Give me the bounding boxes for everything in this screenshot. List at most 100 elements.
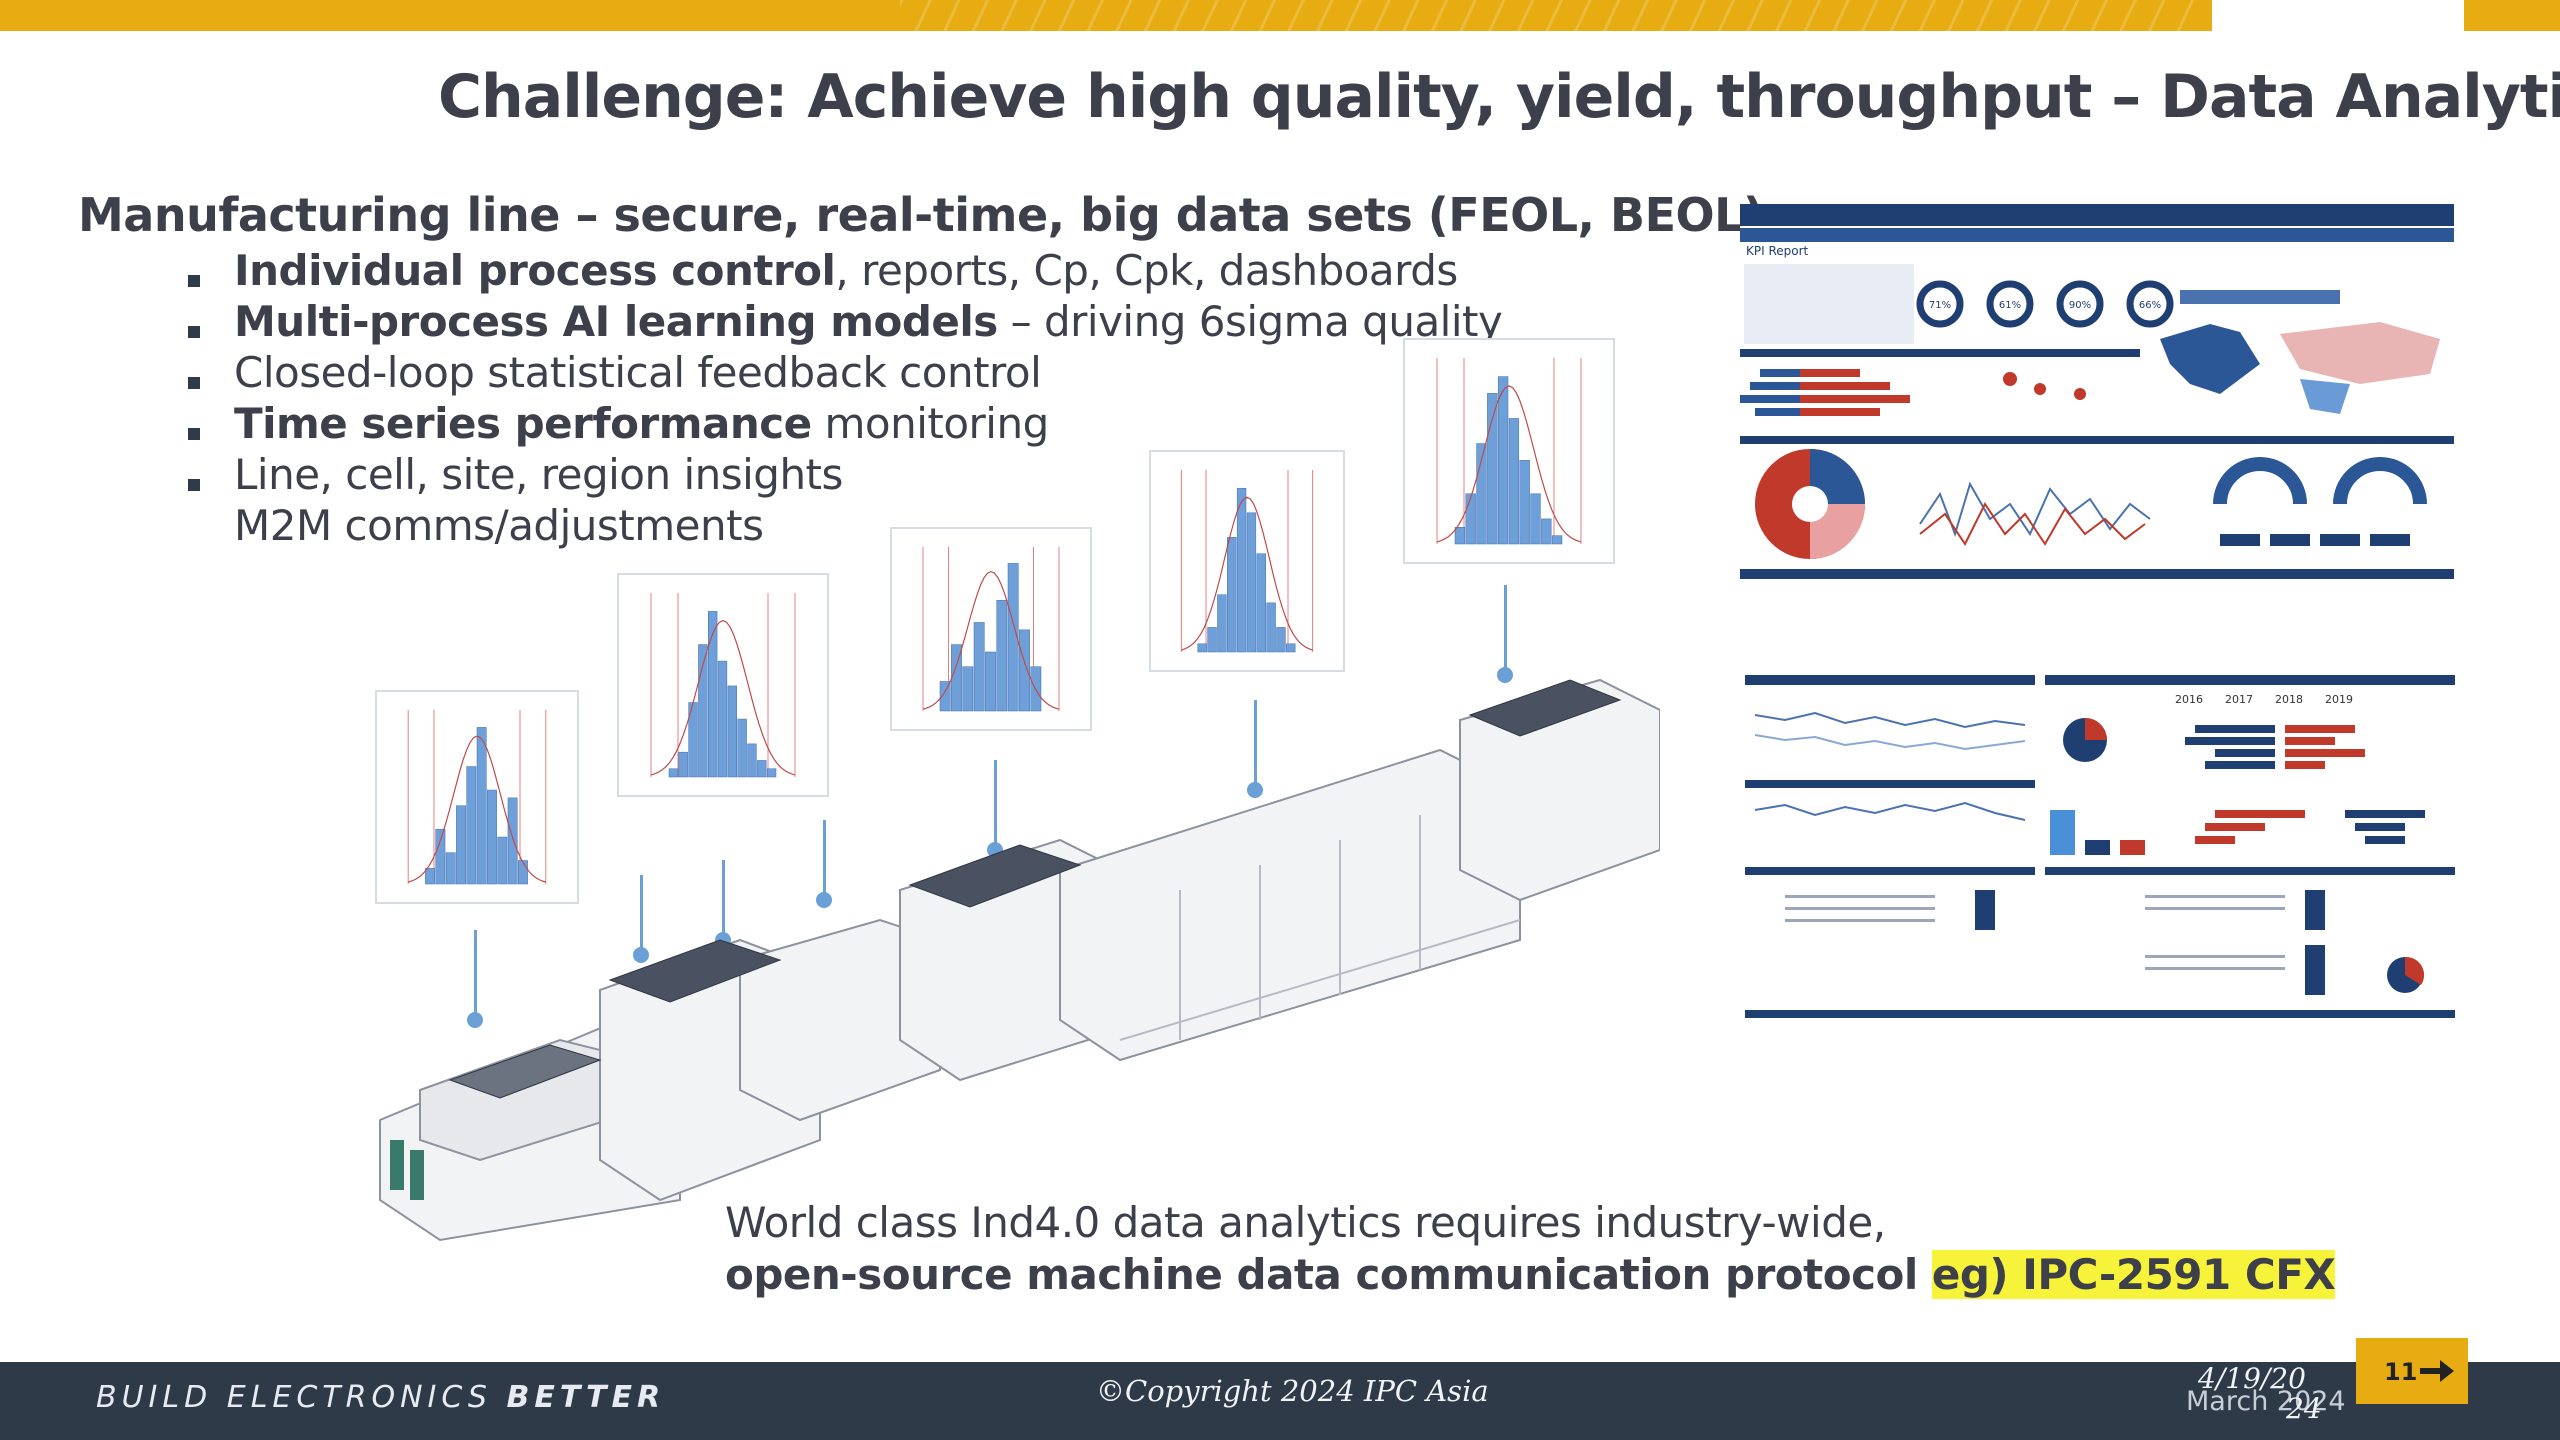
- histogram-bar: [962, 666, 974, 712]
- histogram-bar: [1197, 643, 1207, 653]
- callout-pin: [1247, 700, 1263, 798]
- histogram-bar: [456, 805, 466, 885]
- histogram-image: [890, 527, 1092, 731]
- histogram-bar: [518, 860, 528, 885]
- histogram-bar: [757, 760, 767, 778]
- bullet-bold: Time series performance: [234, 399, 812, 448]
- next-page-button[interactable]: 11: [2356, 1338, 2468, 1404]
- histogram-bar: [939, 681, 951, 712]
- normal-curve: [1181, 496, 1313, 651]
- histogram-bar: [1465, 493, 1476, 545]
- histogram-bar: [1207, 627, 1217, 653]
- bullet-text: M2M comms/adjustments: [234, 501, 764, 550]
- bullet-text: Closed-loop statistical feedback control: [234, 348, 1042, 397]
- histogram-bar: [445, 852, 456, 885]
- histogram-bar: [1541, 518, 1552, 545]
- highlighted-protocol: eg) IPC-2591 CFX: [1931, 1250, 2336, 1299]
- histogram-bar: [466, 766, 477, 885]
- summary-bold-text: open-source machine data communication p…: [725, 1250, 1932, 1299]
- histogram-bar: [435, 828, 446, 885]
- bullet-item: M2M comms/adjustments: [188, 500, 1502, 551]
- gauge-value: 61%: [1999, 300, 2021, 311]
- histogram-bar: [1246, 512, 1257, 653]
- footer-tagline: BUILD ELECTRONICS BETTER: [96, 1380, 665, 1415]
- histogram-bar: [507, 797, 518, 885]
- histogram-bar: [727, 685, 737, 778]
- histogram-bar: [985, 651, 996, 712]
- gauge-value: 90%: [2069, 300, 2091, 311]
- histogram-bar: [1530, 493, 1541, 545]
- normal-curve: [650, 619, 796, 776]
- histogram-bar: [996, 600, 1008, 712]
- bullet-text: Line, cell, site, region insights: [234, 450, 843, 499]
- histogram-bar: [737, 718, 747, 778]
- histogram-bar: [1551, 535, 1563, 545]
- bullet-item: Multi-process AI learning models – drivi…: [188, 296, 1503, 347]
- histogram-bar: [476, 727, 487, 885]
- histogram-bar: [487, 789, 497, 885]
- bullet-text: – driving 6sigma quality: [997, 297, 1503, 346]
- normal-curve: [1436, 385, 1582, 543]
- finance-dashboard-image: 2016 2017 2018 2019: [1745, 645, 2455, 1025]
- histogram-bar: [1217, 594, 1227, 653]
- histogram-bar: [698, 644, 708, 778]
- slide-title: Challenge: Achieve high quality, yield, …: [438, 62, 2560, 132]
- histogram-bar: [678, 751, 688, 778]
- histogram-image: [375, 690, 579, 904]
- summary-line-2: open-source machine data communication p…: [725, 1250, 2336, 1299]
- histogram-bar: [717, 660, 728, 778]
- histogram-bar: [668, 768, 679, 778]
- histogram-image: [1149, 450, 1345, 672]
- year-label: 2017: [2225, 693, 2253, 706]
- callout-pin: [1497, 585, 1513, 683]
- histogram-bar: [1497, 376, 1509, 545]
- bullet-bold: Multi-process AI learning models: [234, 297, 998, 346]
- histogram-bar: [1007, 563, 1019, 712]
- histogram-bar: [425, 868, 435, 885]
- bullet-item: Closed-loop statistical feedback control: [188, 347, 1502, 398]
- bullet-text: monitoring: [811, 399, 1049, 448]
- copyright-text: ©Copyright 2024 IPC Asia: [1096, 1374, 1489, 1408]
- histogram-bar: [708, 611, 718, 778]
- histogram-bar: [747, 743, 757, 778]
- histogram-bar: [1276, 627, 1286, 653]
- normal-curve: [408, 735, 546, 883]
- kpi-dashboard-image: KPI Report 71% 61% 90% 66%: [1740, 204, 2454, 584]
- bullet-list: Individual process control, reports, Cp,…: [188, 245, 1503, 551]
- histogram-bar: [1236, 487, 1247, 653]
- histogram-image: [1403, 338, 1615, 564]
- histogram-bar: [1454, 527, 1466, 545]
- normal-curve: [922, 570, 1060, 710]
- histogram-bar: [1508, 418, 1520, 545]
- top-accent-bar: [0, 0, 2560, 31]
- bullet-text: , reports, Cp, Cpk, dashboards: [835, 246, 1458, 295]
- bullet-item: Line, cell, site, region insights: [188, 449, 1502, 500]
- top-bar-pattern: [900, 0, 2200, 31]
- histogram-bar: [1019, 629, 1030, 712]
- date-label-year: 24: [2286, 1392, 2322, 1425]
- page-number: 11: [2384, 1358, 2418, 1386]
- histogram-image: [617, 573, 829, 797]
- callout-pin: [816, 820, 832, 908]
- histogram-bar: [1266, 602, 1276, 653]
- dashboard-title: KPI Report: [1746, 244, 1809, 258]
- histogram-bar: [1476, 443, 1487, 545]
- tagline-regular: BUILD ELECTRONICS: [96, 1380, 507, 1415]
- gauge-value: 66%: [2139, 300, 2161, 311]
- manufacturing-line-illustration: [379, 678, 1660, 1242]
- arrow-right-icon: [2420, 1360, 2454, 1382]
- callout-pin: [633, 875, 649, 963]
- year-label: 2018: [2275, 693, 2303, 706]
- histogram-bar: [1227, 537, 1237, 653]
- date-label: 4/19/20: [2198, 1362, 2306, 1395]
- histogram-bar: [973, 622, 985, 712]
- callout-pin: [467, 930, 483, 1028]
- top-bar-gap: [2212, 0, 2464, 31]
- histogram-bar: [1487, 393, 1498, 545]
- histogram-bar: [1256, 553, 1266, 653]
- histogram-bar: [1286, 643, 1296, 653]
- gauge-value: 71%: [1929, 300, 1951, 311]
- year-label: 2019: [2325, 693, 2353, 706]
- bullet-item: Time series performance monitoring: [188, 398, 1502, 449]
- section-headline: Manufacturing line – secure, real-time, …: [78, 188, 1764, 242]
